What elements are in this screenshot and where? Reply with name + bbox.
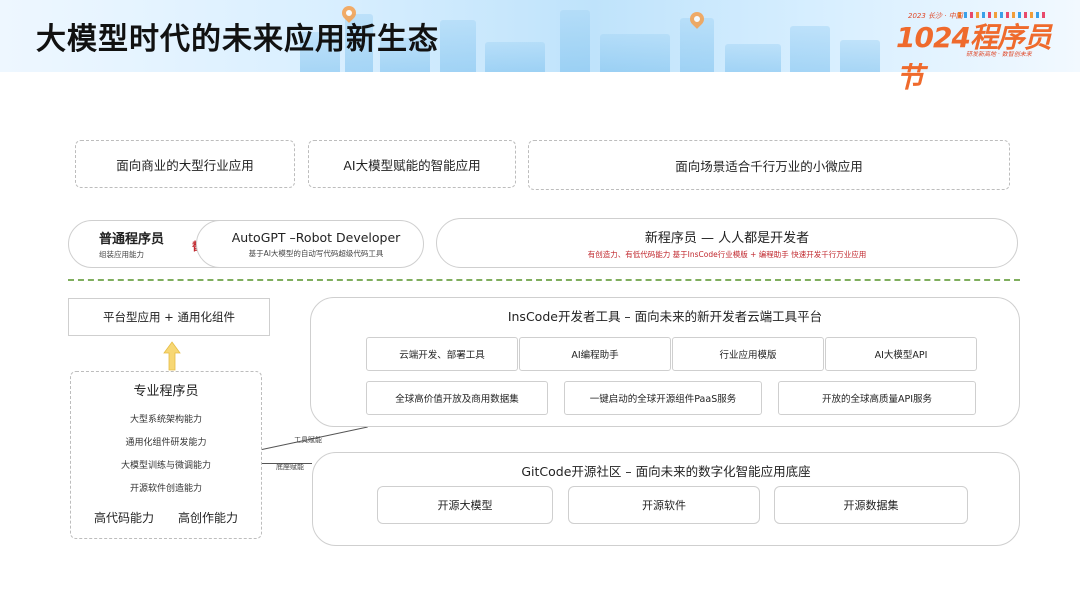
micro-app-box: 面向场景适合千行万业的小微应用 [528,140,1010,190]
section-separator [68,279,1020,281]
platform-app-label: 平台型应用 + 通用化组件 [103,310,235,324]
decor-building [345,14,373,72]
arrow-up-icon [163,341,181,371]
gitcode-item: 开源数据集 [774,486,968,524]
decor-building [600,34,670,72]
inscode-feature: 云端开发、部署工具 [366,337,518,371]
ability-item: 大模型训练与微调能力 [120,461,211,471]
platform-app-box: 平台型应用 + 通用化组件 [68,298,270,336]
header-banner: 大模型时代的未来应用新生态 2023 长沙 · 中国 1024程序员节 研发新高… [0,0,1080,94]
new-programmer-title: 新程序员 — 人人都是开发者 [644,230,810,246]
micro-app-label: 面向场景适合千行万业的小微应用 [675,158,863,174]
normal-programmer-sub: 组装应用能力 [99,250,144,259]
gitcode-item-label: 开源数据集 [843,499,899,512]
gitcode-item: 开源软件 [568,486,760,524]
gitcode-item-label: 开源大模型 [437,499,493,512]
pro-programmer-box: 专业程序员 大型系统架构能力 通用化组件研发能力 大模型训练与微调能力 开源软件… [70,371,262,539]
decor-building [790,26,830,72]
ai-app-label: AI大模型赋能的智能应用 [343,157,481,173]
decor-building [485,42,545,72]
gitcode-item-label: 开源软件 [642,499,686,512]
high-code-label: 高代码能力 [93,511,154,525]
ai-app-box: AI大模型赋能的智能应用 [308,140,516,188]
new-programmer-pill: 新程序员 — 人人都是开发者 有创造力、有低代码能力 基于InsCode行业模版… [436,218,1018,268]
decor-building [380,38,430,72]
logo-main-text: 1024程序员节 [896,21,1052,94]
inscode-service: 开放的全球高质量API服务 [778,381,976,415]
normal-programmer-title: 普通程序员 [99,232,165,247]
autogpt-title: AutoGPT –Robot Developer [231,229,401,245]
inscode-service: 全球高价值开放及商用数据集 [366,381,548,415]
commercial-app-box: 面向商业的大型行业应用 [75,140,295,188]
commercial-app-label: 面向商业的大型行业应用 [116,157,254,173]
page-title: 大模型时代的未来应用新生态 [36,22,439,57]
ability-item: 开源软件创造能力 [129,484,202,494]
inscode-feature: AI大模型API [825,337,977,371]
inscode-feature-label: AI编程助手 [571,350,619,361]
ability-list: 大型系统架构能力 通用化组件研发能力 大模型训练与微调能力 开源软件创造能力 [121,409,211,501]
inscode-feature: AI编程助手 [519,337,671,371]
base-connector-line [262,463,312,464]
decor-building [560,10,590,72]
decor-building [440,20,476,72]
inscode-service: 一键启动的全球开源组件PaaS服务 [564,381,762,415]
decor-building [840,40,880,72]
gitcode-title: GitCode开源社区 – 面向未来的数字化智能应用底座 [521,464,811,479]
pro-capabilities: 高代码能力 高创作能力 [94,509,238,526]
tool-connector-label: 工具赋能 [294,436,322,444]
ability-item: 通用化组件研发能力 [125,438,207,448]
inscode-feature-label: 云端开发、部署工具 [399,350,485,361]
inscode-feature-label: 行业应用模版 [719,350,777,361]
decor-building [725,44,781,72]
ability-item: 大型系统架构能力 [129,415,202,425]
inscode-feature: 行业应用模版 [672,337,824,371]
inscode-service-label: 开放的全球高质量API服务 [821,394,933,405]
decor-building [300,32,340,72]
logo-sub-text: 研发新高地 · 数智创未来 [966,51,1032,58]
event-logo: 2023 长沙 · 中国 1024程序员节 研发新高地 · 数智创未来 [896,10,1056,94]
pro-programmer-title: 专业程序员 [133,384,199,399]
logo-top-text: 2023 长沙 · 中国 [908,12,963,20]
high-creation-label: 高创作能力 [178,511,239,525]
new-programmer-sub: 有创造力、有低代码能力 基于InsCode行业模版 + 编程助手 快速开发千行万… [587,249,867,259]
inscode-service-label: 一键启动的全球开源组件PaaS服务 [589,394,737,405]
inscode-feature-label: AI大模型API [874,350,928,361]
base-connector-label: 底座赋能 [276,463,304,471]
gitcode-item: 开源大模型 [377,486,553,524]
logo-decor [958,12,1048,18]
autogpt-pill: AutoGPT –Robot Developer 基于AI大模型的自动写代码超级… [196,220,424,268]
autogpt-sub: 基于AI大模型的自动写代码超级代码工具 [248,248,384,258]
inscode-service-label: 全球高价值开放及商用数据集 [395,394,519,405]
inscode-title: InsCode开发者工具 – 面向未来的新开发者云端工具平台 [507,309,823,324]
